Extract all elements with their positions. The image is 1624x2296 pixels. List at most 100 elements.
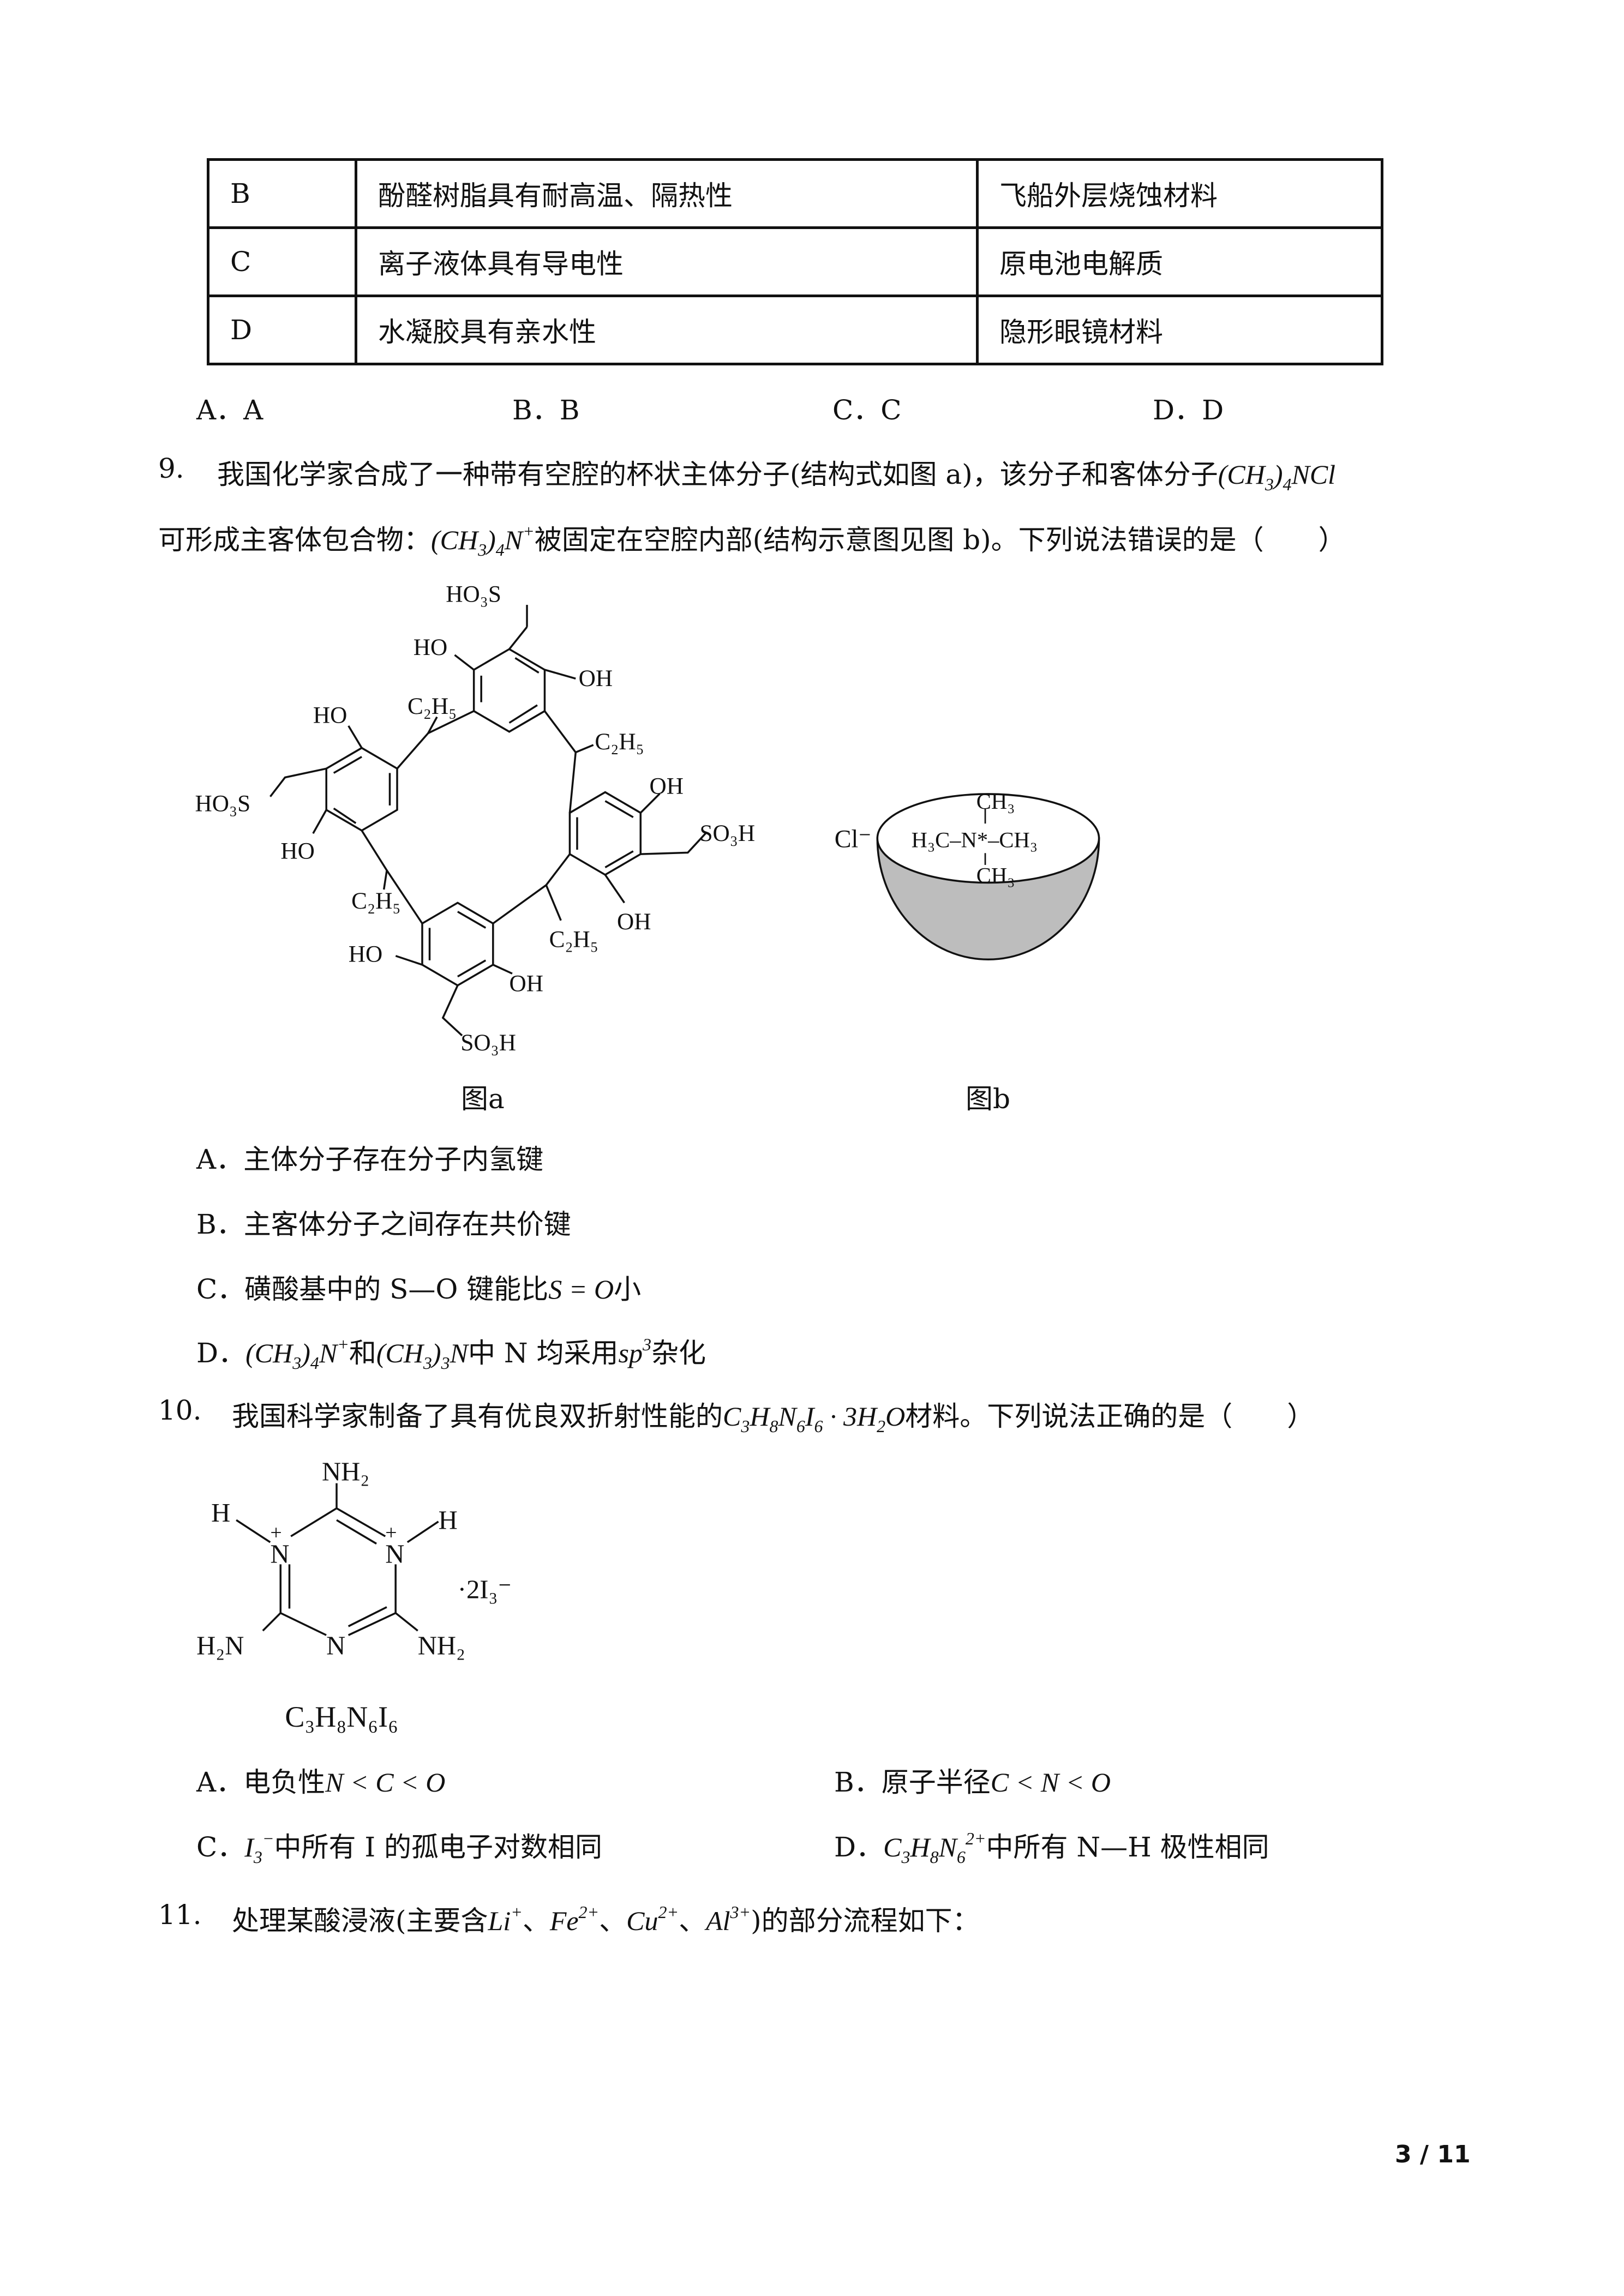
label-n: N: [385, 1540, 404, 1569]
text-segment: B．主客体分子之间存在共价键: [196, 1209, 571, 1240]
label-oh: OH: [617, 909, 651, 935]
text-segment: NCl: [1291, 459, 1336, 490]
label-oh: OH: [649, 773, 684, 799]
text-segment: O: [885, 1401, 906, 1432]
q9-option-b[interactable]: B．主客体分子之间存在共价键: [196, 1203, 571, 1242]
label-c2h5: C₂H₅: [595, 729, 644, 755]
table-row: C 离子液体具有导电性 原电池电解质: [207, 226, 1383, 297]
text-segment: 3+: [730, 1902, 751, 1922]
text-segment: 2+: [578, 1902, 600, 1922]
q8-option-d[interactable]: D．D: [1153, 394, 1224, 426]
label-ch3: CH₃: [976, 863, 1015, 887]
table-cell-use: 飞船外层烧蚀材料: [976, 158, 1383, 229]
table-cell-property: 离子液体具有导电性: [355, 226, 979, 297]
text-segment: 被固定在空腔内部(结构示意图见图 b)。下列说法错误的是（ ）: [534, 524, 1346, 556]
q11-number: 11.: [158, 1899, 202, 1931]
label-c2h5: C₂H₅: [351, 888, 400, 914]
figure-b-host-guest: Cl⁻ CH₃ H₃C–N*–CH₃ CH₃: [835, 789, 1100, 960]
label-ho: HO: [313, 702, 347, 728]
page-number: 3 / 11: [1395, 2141, 1471, 2168]
q8-option-c[interactable]: C．C: [832, 394, 902, 426]
label-so3h: SO₃H: [699, 820, 755, 846]
text-segment: 可形成主客体包合物：: [158, 524, 431, 556]
text-segment: 6: [814, 1416, 823, 1436]
label-triiodide: ·2I₃⁻: [458, 1575, 512, 1604]
q9-option-c[interactable]: C．磺酸基中的 S—O 键能比S = O小: [196, 1267, 641, 1307]
text-segment: Fe: [549, 1906, 579, 1936]
table-cell-option: C: [207, 226, 357, 297]
text-segment: 中所有 N—H 极性相同: [986, 1831, 1269, 1863]
text-segment: (CH: [431, 525, 478, 555]
text-segment: 3: [901, 1847, 910, 1867]
text-segment: C．磺酸基中的 S—O 键能比: [196, 1273, 549, 1305]
text-segment: N: [450, 1338, 468, 1368]
text-segment: +: [511, 1902, 523, 1922]
q8-option-a[interactable]: A．A: [196, 394, 263, 426]
text-segment: · 3H: [823, 1401, 877, 1432]
options-table: B 酚醛树脂具有耐高温、隔热性 飞船外层烧蚀材料 C 离子液体具有导电性 原电池…: [207, 158, 1383, 365]
text-segment: 3: [741, 1416, 750, 1436]
text-segment: 3: [423, 1353, 432, 1373]
label-so3h: SO₃H: [460, 1030, 516, 1056]
text-segment: 中 N 均采用: [468, 1337, 619, 1369]
q9-option-d[interactable]: D．(CH3)4N+和(CH3)3N中 N 均采用sp3杂化: [196, 1331, 706, 1373]
text-segment: 3: [478, 540, 487, 560]
text-segment: 6: [956, 1847, 966, 1867]
figure-melamine-triiodide: NH₂ H H N N + + ·2I₃⁻ H₂N N NH₂ C₃H₈N₆I₆: [196, 1457, 512, 1733]
label-ho3s: HO₃S: [195, 791, 251, 817]
label-n: N: [326, 1631, 345, 1660]
label-ho: HO: [280, 838, 314, 864]
label-plus: +: [385, 1521, 397, 1544]
q9-stem-line2: 可形成主客体包合物：(CH3)4N+被固定在空腔内部(结构示意图见图 b)。下列…: [158, 518, 1346, 560]
q10-option-c[interactable]: C．I3−中所有 I 的孤电子对数相同: [196, 1825, 602, 1867]
text-segment: 材料。下列说法正确的是（ ）: [905, 1401, 1315, 1432]
label-nh2: NH₂: [322, 1457, 369, 1486]
label-plus: +: [270, 1521, 281, 1544]
table-row: B 酚醛树脂具有耐高温、隔热性 飞船外层烧蚀材料: [207, 158, 1383, 229]
q10-option-b[interactable]: B．原子半径C < N < O: [834, 1760, 1111, 1800]
label-c2h5: C₂H₅: [549, 927, 598, 953]
text-segment: −: [262, 1829, 274, 1848]
text-segment: 4: [1283, 474, 1292, 494]
text-segment: ): [301, 1338, 310, 1368]
q10-number: 10.: [158, 1395, 202, 1426]
q10-option-d[interactable]: D．C3H8N62+中所有 N—H 极性相同: [834, 1825, 1269, 1867]
q10-option-a[interactable]: A．电负性N < C < O: [196, 1760, 445, 1800]
text-segment: N: [938, 1832, 957, 1862]
text-segment: 3: [1265, 474, 1274, 494]
text-segment: (CH: [376, 1338, 423, 1368]
text-segment: A．主体分子存在分子内氢键: [196, 1144, 544, 1175]
text-segment: D．: [196, 1337, 246, 1369]
table-cell-option: B: [207, 158, 357, 229]
text-segment: 和: [349, 1337, 376, 1369]
figure-b-caption: 图b: [966, 1083, 1011, 1115]
text-segment: (CH: [245, 1338, 293, 1368]
q9-option-a[interactable]: A．主体分子存在分子内氢键: [196, 1138, 543, 1177]
text-segment: +: [523, 521, 535, 541]
text-segment: 3: [642, 1335, 651, 1354]
text-segment: Al: [706, 1906, 730, 1936]
label-h: H: [211, 1498, 230, 1528]
label-nh2: NH₂: [418, 1631, 465, 1660]
text-segment: 6: [796, 1416, 805, 1436]
text-segment: 4: [310, 1353, 319, 1373]
text-segment: 3: [292, 1353, 302, 1373]
text-segment: )的部分流程如下：: [751, 1905, 980, 1937]
text-segment: D．: [834, 1831, 884, 1863]
label-ho: HO: [349, 941, 383, 967]
text-segment: B．原子半径: [834, 1766, 991, 1798]
text-segment: 4: [495, 540, 505, 560]
figure-a-caption: 图a: [461, 1083, 505, 1115]
label-oh: OH: [579, 665, 613, 692]
text-segment: +: [337, 1335, 349, 1354]
text-segment: 3: [253, 1847, 262, 1867]
text-segment: 3: [441, 1353, 450, 1373]
text-segment: 、: [599, 1905, 627, 1937]
table-cell-use: 隐形眼镜材料: [976, 294, 1383, 365]
text-segment: 中所有 I 的孤电子对数相同: [274, 1831, 603, 1863]
label-n: N: [270, 1540, 289, 1569]
q8-option-b[interactable]: B．B: [512, 394, 580, 426]
text-segment: 我国化学家合成了一种带有空腔的杯状主体分子(结构式如图 a)，该分子和客体分子: [217, 459, 1218, 490]
text-segment: C．: [196, 1831, 245, 1863]
figure-a-calixarene: HO₃S HO OH C₂H₅ C₂H₅ HO HO₃S HO OH SO₃H …: [195, 581, 756, 1056]
